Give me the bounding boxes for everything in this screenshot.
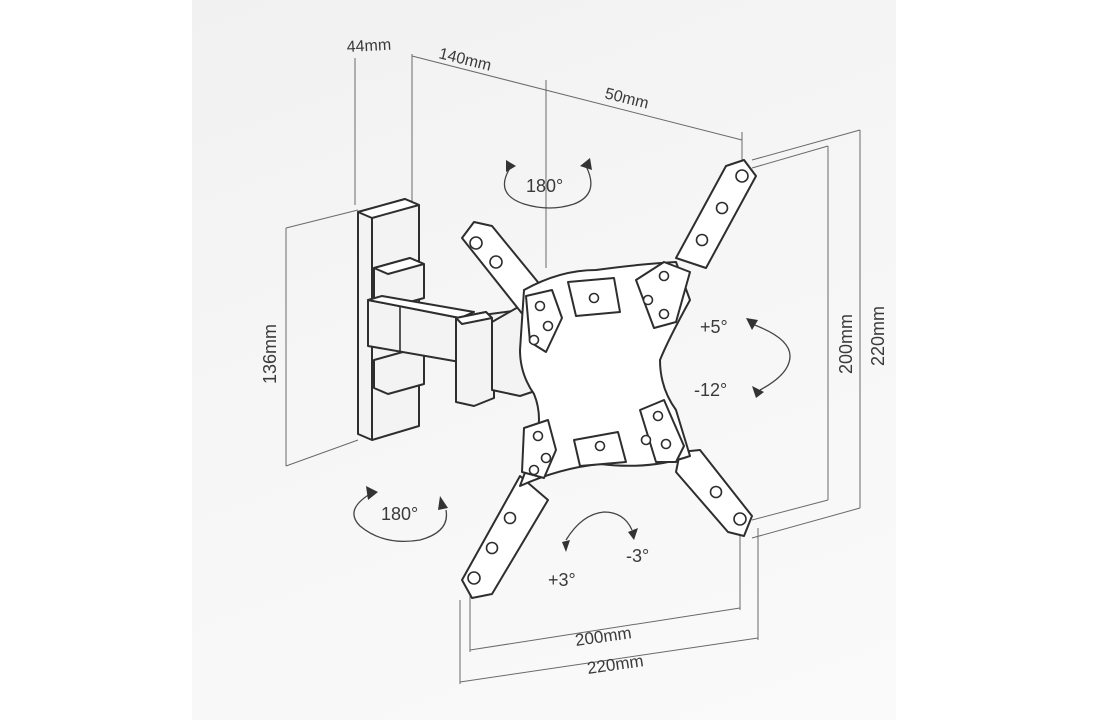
rot-tilt-up: +5° [700,317,728,337]
dim-arm-length: 140mm [437,45,493,74]
rot-level-minus: -3° [626,546,649,566]
dimension-lines [285,54,861,684]
dim-vesa-h-inner: 200mm [574,623,633,650]
dim-plate-height: 136mm [260,324,280,384]
dim-wall-depth: 44mm [346,37,391,56]
rotation-arcs [353,158,791,552]
swivel-arm [367,295,533,407]
dim-vesa-v-outer: 220mm [868,306,888,366]
rot-level-plus: +3° [548,570,576,590]
dim-offset: 50mm [603,85,650,112]
rot-tilt-down: -12° [694,380,727,400]
dim-vesa-v-inner: 200mm [836,314,856,374]
dim-vesa-h-outer: 220mm [586,651,645,678]
rot-swivel-bottom: 180° [381,504,418,524]
rot-swivel-top: 180° [526,176,563,196]
vesa-bracket [461,159,757,599]
